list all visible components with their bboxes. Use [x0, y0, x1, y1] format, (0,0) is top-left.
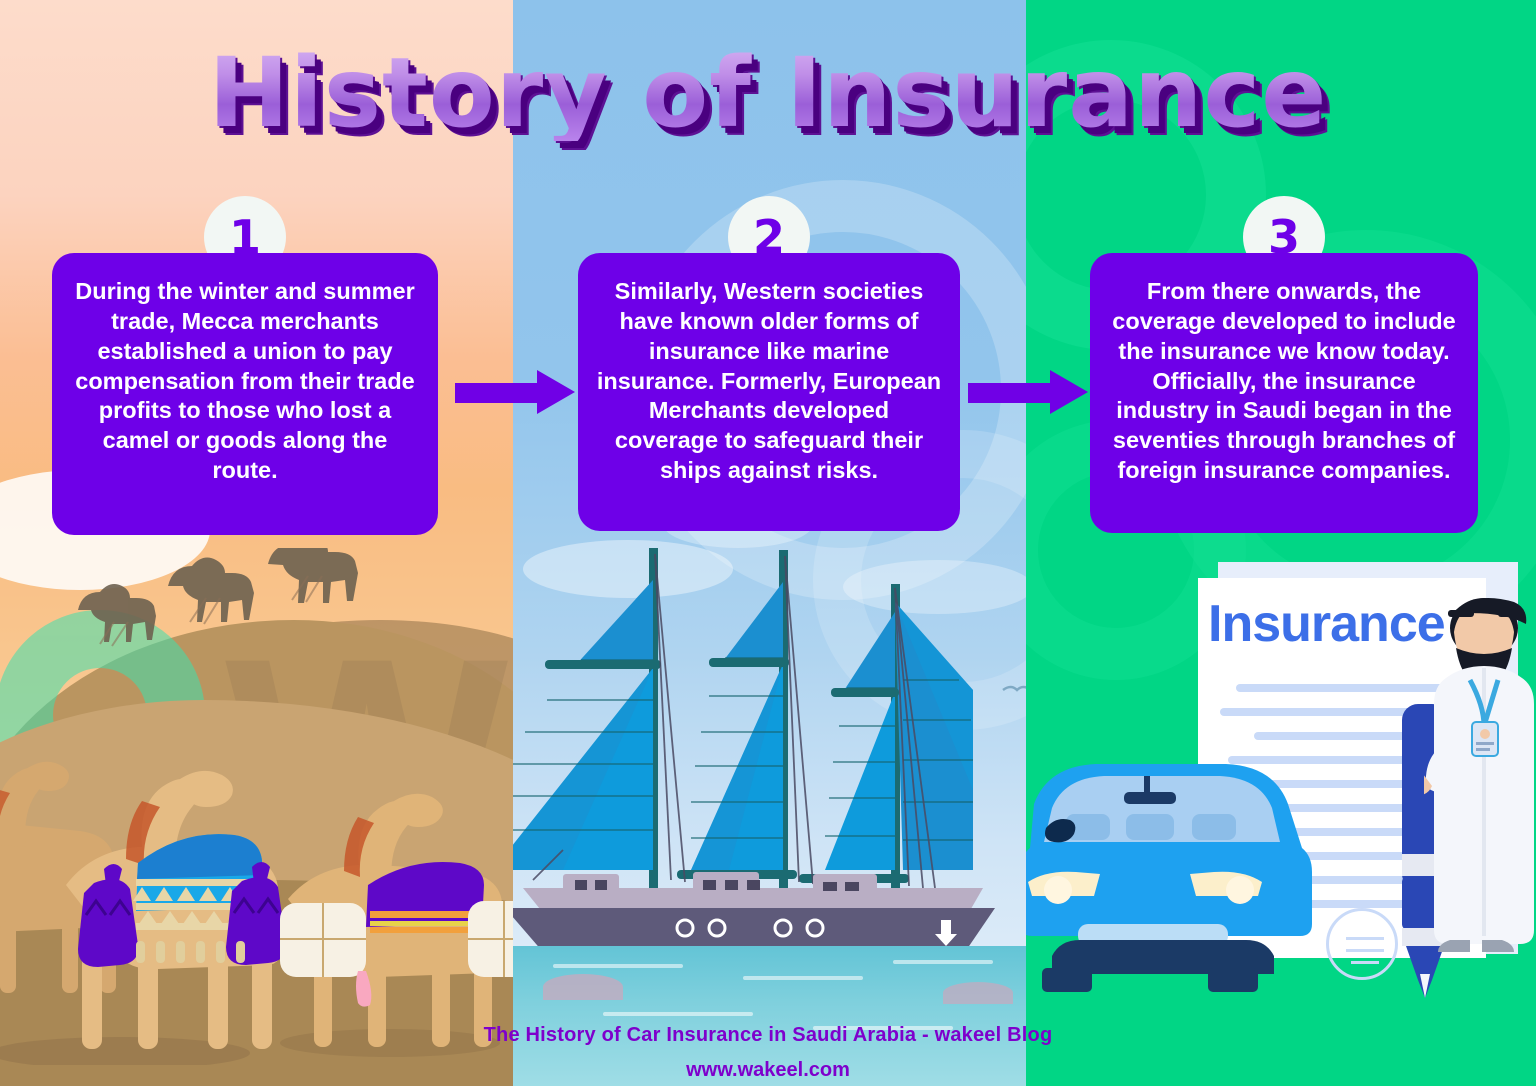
man-in-thobe — [1424, 598, 1534, 952]
footer-website-url[interactable]: www.wakeel.com — [686, 1059, 850, 1081]
document-line — [1228, 756, 1464, 764]
wave-4 — [603, 1012, 753, 1016]
document-line — [1254, 732, 1442, 740]
distant-rock-2 — [943, 982, 1013, 1004]
document-line — [1220, 708, 1468, 716]
document-line — [1236, 684, 1452, 692]
document-line — [1234, 900, 1454, 908]
document-line — [1242, 780, 1456, 788]
wave-1 — [553, 964, 683, 968]
step-2-card-text: Similarly, Western societies have known … — [578, 253, 960, 531]
wave-2 — [743, 976, 863, 980]
wave-3 — [893, 960, 993, 964]
distant-rock-1 — [543, 974, 623, 1000]
page-title: History of Insurance — [0, 45, 1536, 141]
step-3-card-text: From there onwards, the coverage develop… — [1090, 253, 1478, 533]
panel-desert-caravan: W — [0, 0, 513, 1086]
footer: The History of Car Insurance in Saudi Ar… — [0, 1024, 1536, 1082]
step-1-card-text: During the winter and summer trade, Mecc… — [52, 253, 438, 535]
sailing-ship — [513, 548, 1026, 952]
camel-silhouette-group — [78, 548, 358, 647]
document-line — [1250, 876, 1442, 884]
panel-sea-ship — [513, 0, 1026, 1086]
document-seal — [1326, 908, 1398, 980]
camel-caravan-foreground — [0, 761, 513, 1065]
document-line — [1246, 828, 1450, 836]
document-line — [1226, 852, 1466, 860]
document-title: Insurance — [1208, 595, 1446, 653]
cloud-3 — [843, 560, 1026, 614]
arrow-head — [537, 370, 575, 414]
arrow-shaft — [968, 383, 1056, 403]
cloud-1 — [523, 540, 733, 598]
footer-blog-title: The History of Car Insurance in Saudi Ar… — [483, 1024, 1053, 1046]
panel-modern-insurance: Insurance — [1026, 0, 1536, 1086]
car-front — [1026, 764, 1312, 992]
arrow-shaft — [455, 383, 543, 403]
arrow-step1-to-step2-icon — [455, 370, 575, 414]
wave-5 — [813, 1026, 953, 1030]
document-line — [1218, 804, 1470, 812]
arrow-head — [1050, 370, 1088, 414]
arrow-step2-to-step3-icon — [968, 370, 1088, 414]
sea-water — [513, 946, 1026, 1086]
